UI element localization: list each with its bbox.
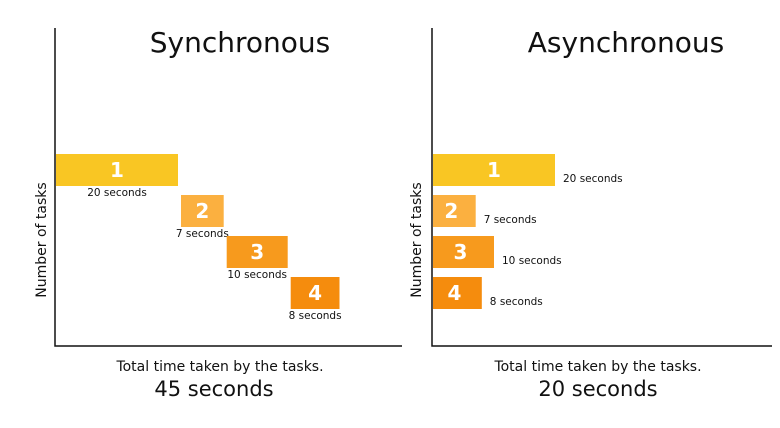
async-task-3-number: 3 [454,240,468,264]
sync-task-4-number: 4 [308,281,322,305]
sync-task-2-bar [181,195,224,227]
asynchronous-title: Asynchronous [528,26,724,59]
synchronous-tasks: 1 20 seconds 2 7 seconds 3 10 seconds 4 … [56,154,342,322]
asynchronous-panel: Asynchronous Number of tasks 1 20 second… [409,26,772,401]
async-task-3-bar [433,236,494,268]
sync-task-4: 4 8 seconds [289,277,342,322]
async-task-2-bar [433,195,476,227]
synchronous-panel: Synchronous Number of tasks 1 20 seconds… [34,26,402,401]
sync-task-3-bar [226,236,288,268]
async-task-4: 4 8 seconds [433,277,543,309]
sync-task-1-duration: 20 seconds [87,187,147,199]
async-task-4-number: 4 [447,281,461,305]
async-task-3: 3 10 seconds [433,236,562,268]
async-task-3-duration: 10 seconds [502,255,562,267]
sync-task-4-bar [290,277,340,309]
asynchronous-tasks: 1 20 seconds 2 7 seconds 3 10 seconds 4 … [433,154,623,309]
async-task-2-duration: 7 seconds [484,214,537,226]
sync-task-2-number: 2 [195,199,209,223]
sync-task-4-duration: 8 seconds [289,310,342,322]
async-task-2-number: 2 [444,199,458,223]
async-task-1-number: 1 [487,158,501,182]
sync-task-3: 3 10 seconds [226,236,288,281]
async-task-1-duration: 20 seconds [563,173,623,185]
sync-task-2-duration: 7 seconds [176,228,229,240]
asynchronous-y-axis-label: Number of tasks [409,182,425,297]
asynchronous-axes [431,28,772,347]
synchronous-y-axis-label: Number of tasks [34,182,50,297]
synchronous-axes [54,28,402,347]
synchronous-caption: Total time taken by the tasks. [115,359,323,375]
sync-task-2: 2 7 seconds [176,195,229,240]
synchronous-title: Synchronous [150,26,330,59]
async-task-2: 2 7 seconds [433,195,537,227]
sync-task-1: 1 20 seconds [56,154,178,199]
async-task-4-duration: 8 seconds [490,296,543,308]
async-task-1: 1 20 seconds [433,154,623,186]
async-task-4-bar [433,277,482,309]
async-task-1-bar [433,154,555,186]
sync-task-1-bar [56,154,178,186]
sync-task-3-duration: 10 seconds [227,269,287,281]
asynchronous-total: 20 seconds [538,377,657,401]
sync-task-1-number: 1 [110,158,124,182]
sync-task-3-number: 3 [250,240,264,264]
asynchronous-caption: Total time taken by the tasks. [493,359,701,375]
synchronous-total: 45 seconds [154,377,273,401]
